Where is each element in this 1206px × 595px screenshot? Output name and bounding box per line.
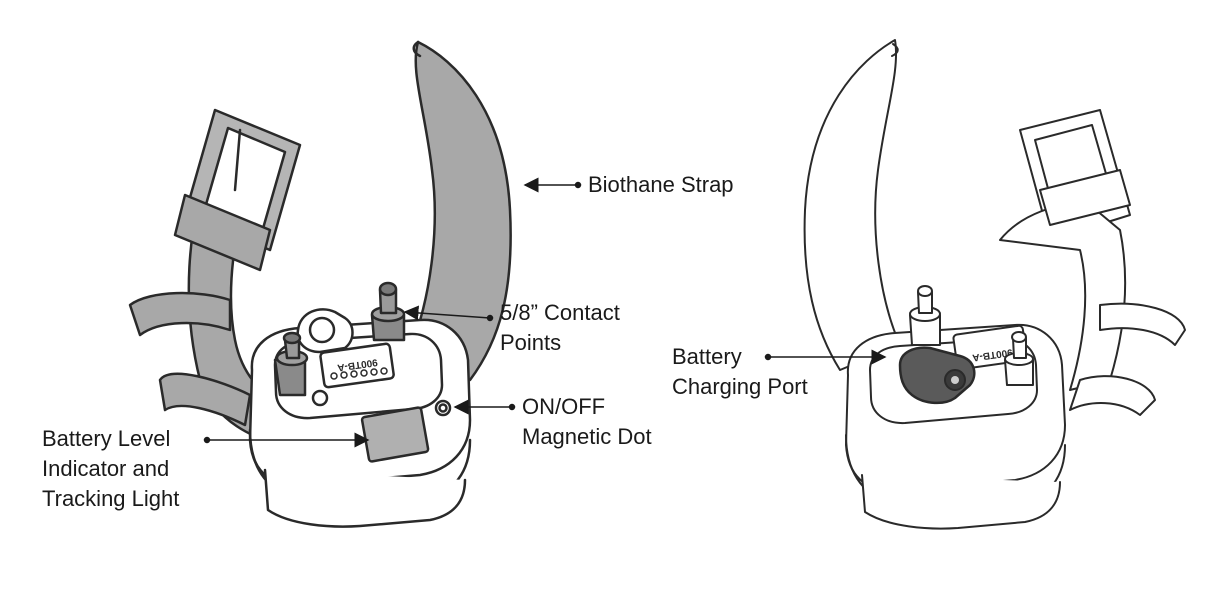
label-contact-points-line2: Points <box>500 330 562 355</box>
left-contact-point-1 <box>273 331 309 397</box>
label-contact-points: 5/8” Contact Points <box>500 298 620 358</box>
label-battery-level-line1: Battery Level <box>42 426 171 451</box>
label-charging-port-line2: Charging Port <box>672 374 808 399</box>
right-contact-point-1 <box>909 285 941 346</box>
label-onoff-line2: Magnetic Dot <box>522 424 652 449</box>
left-contact-point-2 <box>370 281 406 342</box>
right-collar: 900TB-A <box>803 39 1186 530</box>
left-collar: 900TB-A <box>128 40 512 528</box>
right-strap-tall <box>803 39 901 371</box>
label-biothane-strap-line1: Biothane Strap <box>588 172 734 197</box>
label-biothane-strap: Biothane Strap <box>588 170 734 200</box>
label-charging-port-line1: Battery <box>672 344 742 369</box>
label-battery-level-line2: Indicator and <box>42 456 170 481</box>
label-battery-level: Battery Level Indicator and Tracking Lig… <box>42 424 179 514</box>
label-battery-level-line3: Tracking Light <box>42 486 180 511</box>
left-battery-window <box>360 406 430 463</box>
label-contact-points-line1: 5/8” Contact <box>500 300 620 325</box>
label-charging-port: Battery Charging Port <box>672 342 808 402</box>
label-onoff-magnetic-dot: ON/OFF Magnetic Dot <box>522 392 652 452</box>
callout-lines <box>203 177 887 448</box>
right-charging-port <box>898 346 976 405</box>
label-onoff-line1: ON/OFF <box>522 394 606 419</box>
left-strap-tall <box>408 40 512 382</box>
right-contact-point-2 <box>1004 331 1034 386</box>
